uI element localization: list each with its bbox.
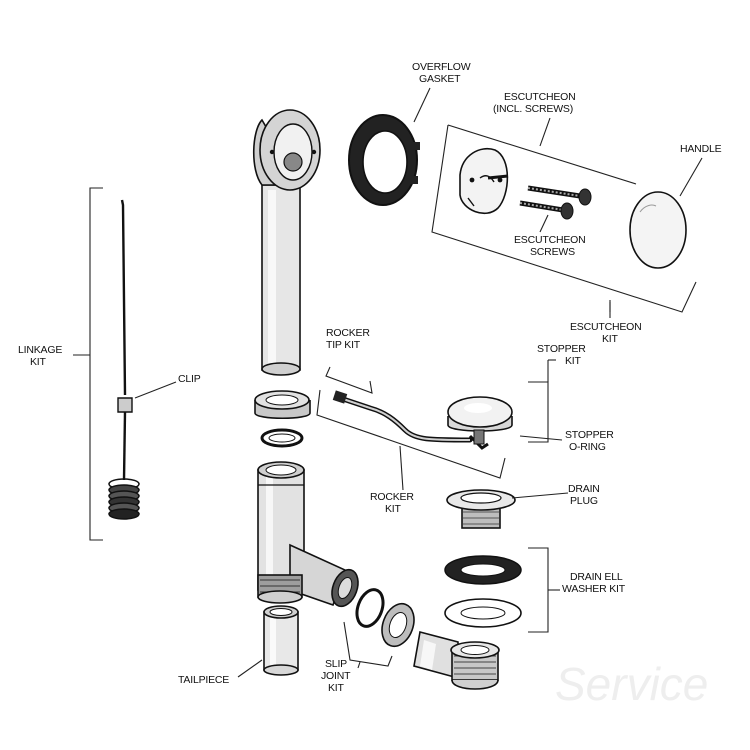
overflow-elbow <box>252 109 321 376</box>
label-handle: HANDLE <box>680 143 722 155</box>
label-clip: CLIP <box>178 373 201 385</box>
label-stopper-oring: STOPPER O-RING <box>565 429 616 453</box>
escutcheon-screw-2 <box>519 200 574 220</box>
linkage-spring <box>108 478 140 520</box>
washer-kit-bracket <box>528 547 549 633</box>
label-rocker-tip-kit: ROCKER TIP KIT <box>326 327 372 351</box>
escutcheon-kit-bracket <box>431 124 697 313</box>
watermark: Service <box>555 658 708 710</box>
overflow-gasket <box>348 114 420 206</box>
linkage-bracket <box>89 187 103 541</box>
tailpiece <box>263 605 299 676</box>
label-stopper-kit: STOPPER KIT <box>537 343 588 367</box>
label-linkage-kit: LINKAGE KIT <box>18 344 65 368</box>
label-drain-plug: DRAIN PLUG <box>568 483 602 507</box>
label-escutcheon-screws: ESCUTCHEON SCREWS <box>514 234 588 258</box>
drain-plug <box>446 489 516 529</box>
label-slip-joint-kit: SLIP JOINT KIT <box>321 658 353 694</box>
drain-ell-washer-white <box>444 598 522 628</box>
rocker-arm <box>332 390 489 450</box>
label-overflow-gasket: OVERFLOW GASKET <box>412 61 473 85</box>
slip-joint-nut-lower <box>381 602 415 648</box>
stopper <box>447 396 513 445</box>
label-escutcheon-kit: ESCUTCHEON KIT <box>570 321 644 345</box>
label-rocker-kit: ROCKER KIT <box>370 491 416 515</box>
slip-joint-washer-lower <box>355 588 385 628</box>
slip-joint-bracket <box>343 621 393 667</box>
slip-washer-upper <box>260 428 304 448</box>
label-drain-ell-washer-kit: DRAIN ELL WASHER KIT <box>562 571 626 595</box>
stopper-kit-bracket <box>528 381 549 443</box>
slip-nut-upper <box>254 390 311 419</box>
escutcheon-screw-1 <box>527 185 592 206</box>
handle <box>629 191 687 269</box>
escutcheon-plate <box>459 148 509 214</box>
linkage-kit <box>108 199 140 520</box>
drain-shoe <box>413 631 500 690</box>
rocker-kit-bracket <box>316 389 506 479</box>
label-escutcheon-incl-screws: ESCUTCHEON (INCL. SCREWS) <box>493 91 578 115</box>
drain-ell-washer-black <box>444 555 522 585</box>
waste-tee <box>257 461 359 608</box>
label-tailpiece: TAILPIECE <box>178 674 229 686</box>
